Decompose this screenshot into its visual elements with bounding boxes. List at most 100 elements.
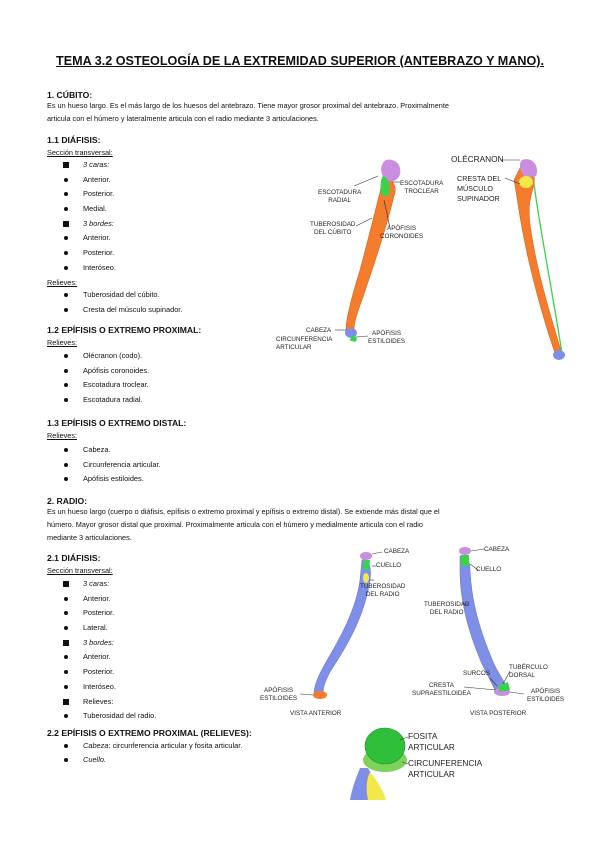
radius-anterior-neck [363,560,370,570]
list-item: Lateral. [47,621,277,636]
list-item: Cresta del músculo supinador. [47,303,277,318]
list-item: Interóseo. [47,261,277,276]
cabeza-label: Cabeza [83,741,109,750]
list-item: Circunferencia articular. [47,458,277,473]
label-cabeza-cubito: CABEZA [306,327,332,334]
ulna-styloid [349,336,357,342]
cubito-intro-line: articula con el húmero y lateralmente ar… [47,113,319,123]
closeup-neck [350,768,384,800]
label-cabeza-radio-post: CABEZA [484,546,510,553]
label-cuello-radio-post: CUELLO [476,566,502,573]
list-item: Anterior. [47,231,277,246]
cubito-intro: Es un hueso largo. Es el más largo de lo… [47,100,567,126]
list-item: Anterior. [47,650,277,665]
list-item: Interóseo. [47,680,277,695]
radio-proximal-list: Cabeza: circunferencia articular y fosit… [47,739,347,766]
label-seccion-transversal: Sección transversal: [47,148,113,157]
cubito-distal-list: Cabeza. Circunferencia articular. Apófis… [47,443,277,487]
list-item: Escotadura radial. [47,393,277,408]
ulna-trochlear-notch [380,176,390,196]
list-item: Apófisis estiloides. [47,472,277,487]
list-item: Posterior. [47,606,277,621]
closeup-yellow [366,772,386,800]
section-heading-cubito: 1. CÚBITO: [47,90,93,100]
list-item: Tuberosidad del radio. [47,709,277,724]
list-item: Tuberosidad del cúbito. [47,288,277,303]
ulna-lateral-shaft [513,166,563,357]
list-item: Cuello. [47,753,347,767]
label-vista-anterior: VISTA ANTERIOR [290,710,342,717]
list-item: Cabeza: circunferencia articular y fosit… [47,739,347,753]
list-item: Posterior. [47,665,277,680]
radius-anterior-distal [313,691,327,699]
subheading-radio-diafisis: 2.1 DIÁFISIS: [47,553,101,563]
label-surcos: SURCOS [463,670,490,677]
closeup-fovea [364,727,406,765]
label-relieves: Relieves: [47,278,78,287]
list-item: Posterior. [47,246,277,261]
ulna-lateral-yellow [519,176,533,188]
cubito-diafisis-list: 3 caras: Anterior. Posterior. Medial. 3 … [47,158,277,276]
radio-intro: Es un hueso largo (cuerpo o diáfisis, ep… [47,506,567,544]
section-heading-radio: 2. RADIO: [47,496,88,506]
list-item: Relieves: [47,695,277,710]
list-item: Escotadura troclear. [47,378,277,393]
radius-posterior-distal [494,688,510,696]
radius-posterior-tubercle [498,682,510,692]
subheading-cubito-diafisis: 1.1 DIÁFISIS: [47,135,101,145]
radius-anterior-shaft [313,559,371,695]
cabeza-text: : circunferencia articular y fosita arti… [108,741,243,750]
ulna-lateral-crest [533,183,563,355]
closeup-circumference [363,748,407,772]
list-item: Anterior. [47,173,277,188]
radio-diafisis-list: 3 caras: Anterior. Posterior. Lateral. 3… [47,577,277,724]
list-item: 3 bordes: [47,636,277,651]
radius-anterior-tuberosity [363,573,369,583]
list-item: Olécranon (codo). [47,349,277,364]
label-vista-posterior: VISTA POSTERIOR [470,710,527,717]
list-item: Cabeza. [47,443,277,458]
list-item: 3 bordes: [47,217,277,232]
label-olecranon: OLÉCRANON [451,154,504,164]
radius-anterior-head [360,552,372,560]
radio-intro-line: mediante 3 articulaciones. [47,532,132,542]
label-seccion-transversal: Sección transversal: [47,566,113,575]
subheading-radio-proximal: 2.2 EPÍFISIS O EXTREMO PROXIMAL (RELIEVE… [47,728,252,738]
label-cabeza-radio-ant: CABEZA [384,548,410,555]
page-title: TEMA 3.2 OSTEOLOGÍA DE LA EXTREMIDAD SUP… [56,54,544,68]
radius-posterior-head [459,547,471,555]
radio-intro-line: húmero. Mayor grosor distal que proximal… [47,519,423,529]
subheading-cubito-distal: 1.3 EPÍFISIS O EXTREMO DISTAL: [47,418,187,428]
ulna-olecranon-tip [381,159,401,182]
ulna-distal-head [345,328,357,338]
list-item: 3 caras: [47,158,277,173]
cubito-relieves-list: Tuberosidad del cúbito. Cresta del múscu… [47,288,277,317]
label-cuello-radio-ant: CUELLO [376,562,402,569]
label-relieves: Relieves: [47,431,78,440]
list-item: Anterior. [47,592,277,607]
ulna-lateral-distal [553,350,565,360]
radio-intro-line: Es un hueso largo (cuerpo o diáfisis, ep… [47,507,440,516]
list-item: Medial. [47,202,277,217]
label-relieves: Relieves: [47,338,78,347]
list-item: Apófisis coronoides. [47,364,277,379]
radius-posterior-neck [461,555,469,566]
list-item: 3 caras: [47,577,277,592]
ulna-lateral-olecranon [519,159,538,178]
subheading-cubito-proximal: 1.2 EPÍFISIS O EXTREMO PROXIMAL: [47,325,202,335]
